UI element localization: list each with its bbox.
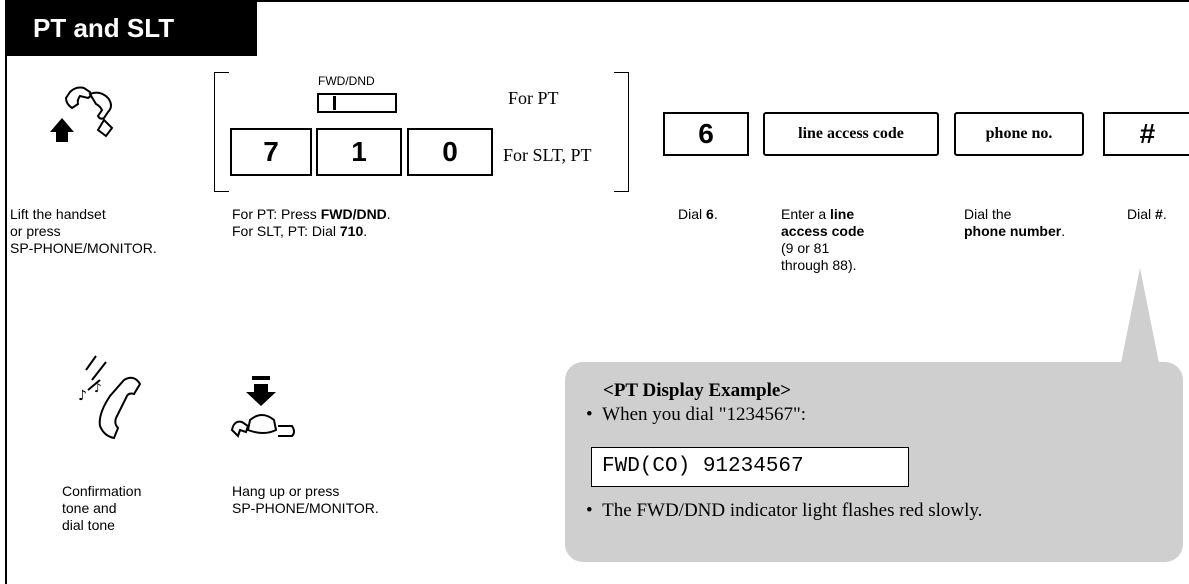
svg-text:♪: ♪ bbox=[78, 388, 87, 404]
key-7[interactable]: 7 bbox=[230, 128, 312, 176]
confirmation-caption: Confirmation tone and dial tone bbox=[62, 483, 142, 533]
fwd-dnd-indicator bbox=[333, 96, 336, 110]
fwd-caption: For PT: Press FWD/DND. For SLT, PT: Dial… bbox=[232, 206, 391, 239]
lift-handset-icon bbox=[50, 86, 114, 142]
display-example-bullet-1: • When you dial "1234567": bbox=[586, 404, 807, 425]
key-1[interactable]: 1 bbox=[316, 128, 402, 176]
for-slt-pt-label: For SLT, PT bbox=[503, 145, 592, 165]
display-example-bullet-2: • The FWD/DND indicator light flashes re… bbox=[586, 500, 983, 521]
dial-6-caption: Dial 6. bbox=[678, 206, 718, 222]
pt-display: FWD(CO) 91234567 bbox=[591, 447, 909, 487]
phone-number-caption: Dial the phone number. bbox=[964, 206, 1066, 239]
hangup-caption: Hang up or press SP-PHONE/MONITOR. bbox=[232, 483, 379, 516]
key-6[interactable]: 6 bbox=[663, 112, 749, 156]
page-frame bbox=[5, 0, 1189, 584]
dial-hash-caption: Dial #. bbox=[1127, 206, 1167, 222]
fwd-dnd-label: FWD/DND bbox=[318, 74, 375, 88]
left-bracket bbox=[214, 72, 229, 192]
fwd-dnd-button[interactable] bbox=[317, 93, 397, 113]
display-example-title: <PT Display Example> bbox=[603, 380, 792, 401]
svg-text:♪: ♪ bbox=[94, 381, 102, 395]
confirmation-tone-icon: ♪ ♪ bbox=[78, 355, 142, 440]
right-bracket bbox=[614, 72, 629, 192]
section-tab: PT and SLT bbox=[5, 0, 257, 56]
lift-caption: Lift the handset or press SP-PHONE/MONIT… bbox=[10, 206, 157, 256]
key-hash[interactable]: # bbox=[1103, 112, 1189, 156]
hang-up-icon bbox=[230, 376, 295, 438]
for-pt-label: For PT bbox=[508, 88, 559, 108]
line-access-code-key[interactable]: line access code bbox=[763, 112, 939, 156]
phone-number-key[interactable]: phone no. bbox=[954, 112, 1084, 156]
bubble-pointer bbox=[1120, 268, 1160, 368]
key-0[interactable]: 0 bbox=[407, 128, 493, 176]
access-code-caption: Enter a line access code (9 or 81 throug… bbox=[781, 206, 865, 273]
